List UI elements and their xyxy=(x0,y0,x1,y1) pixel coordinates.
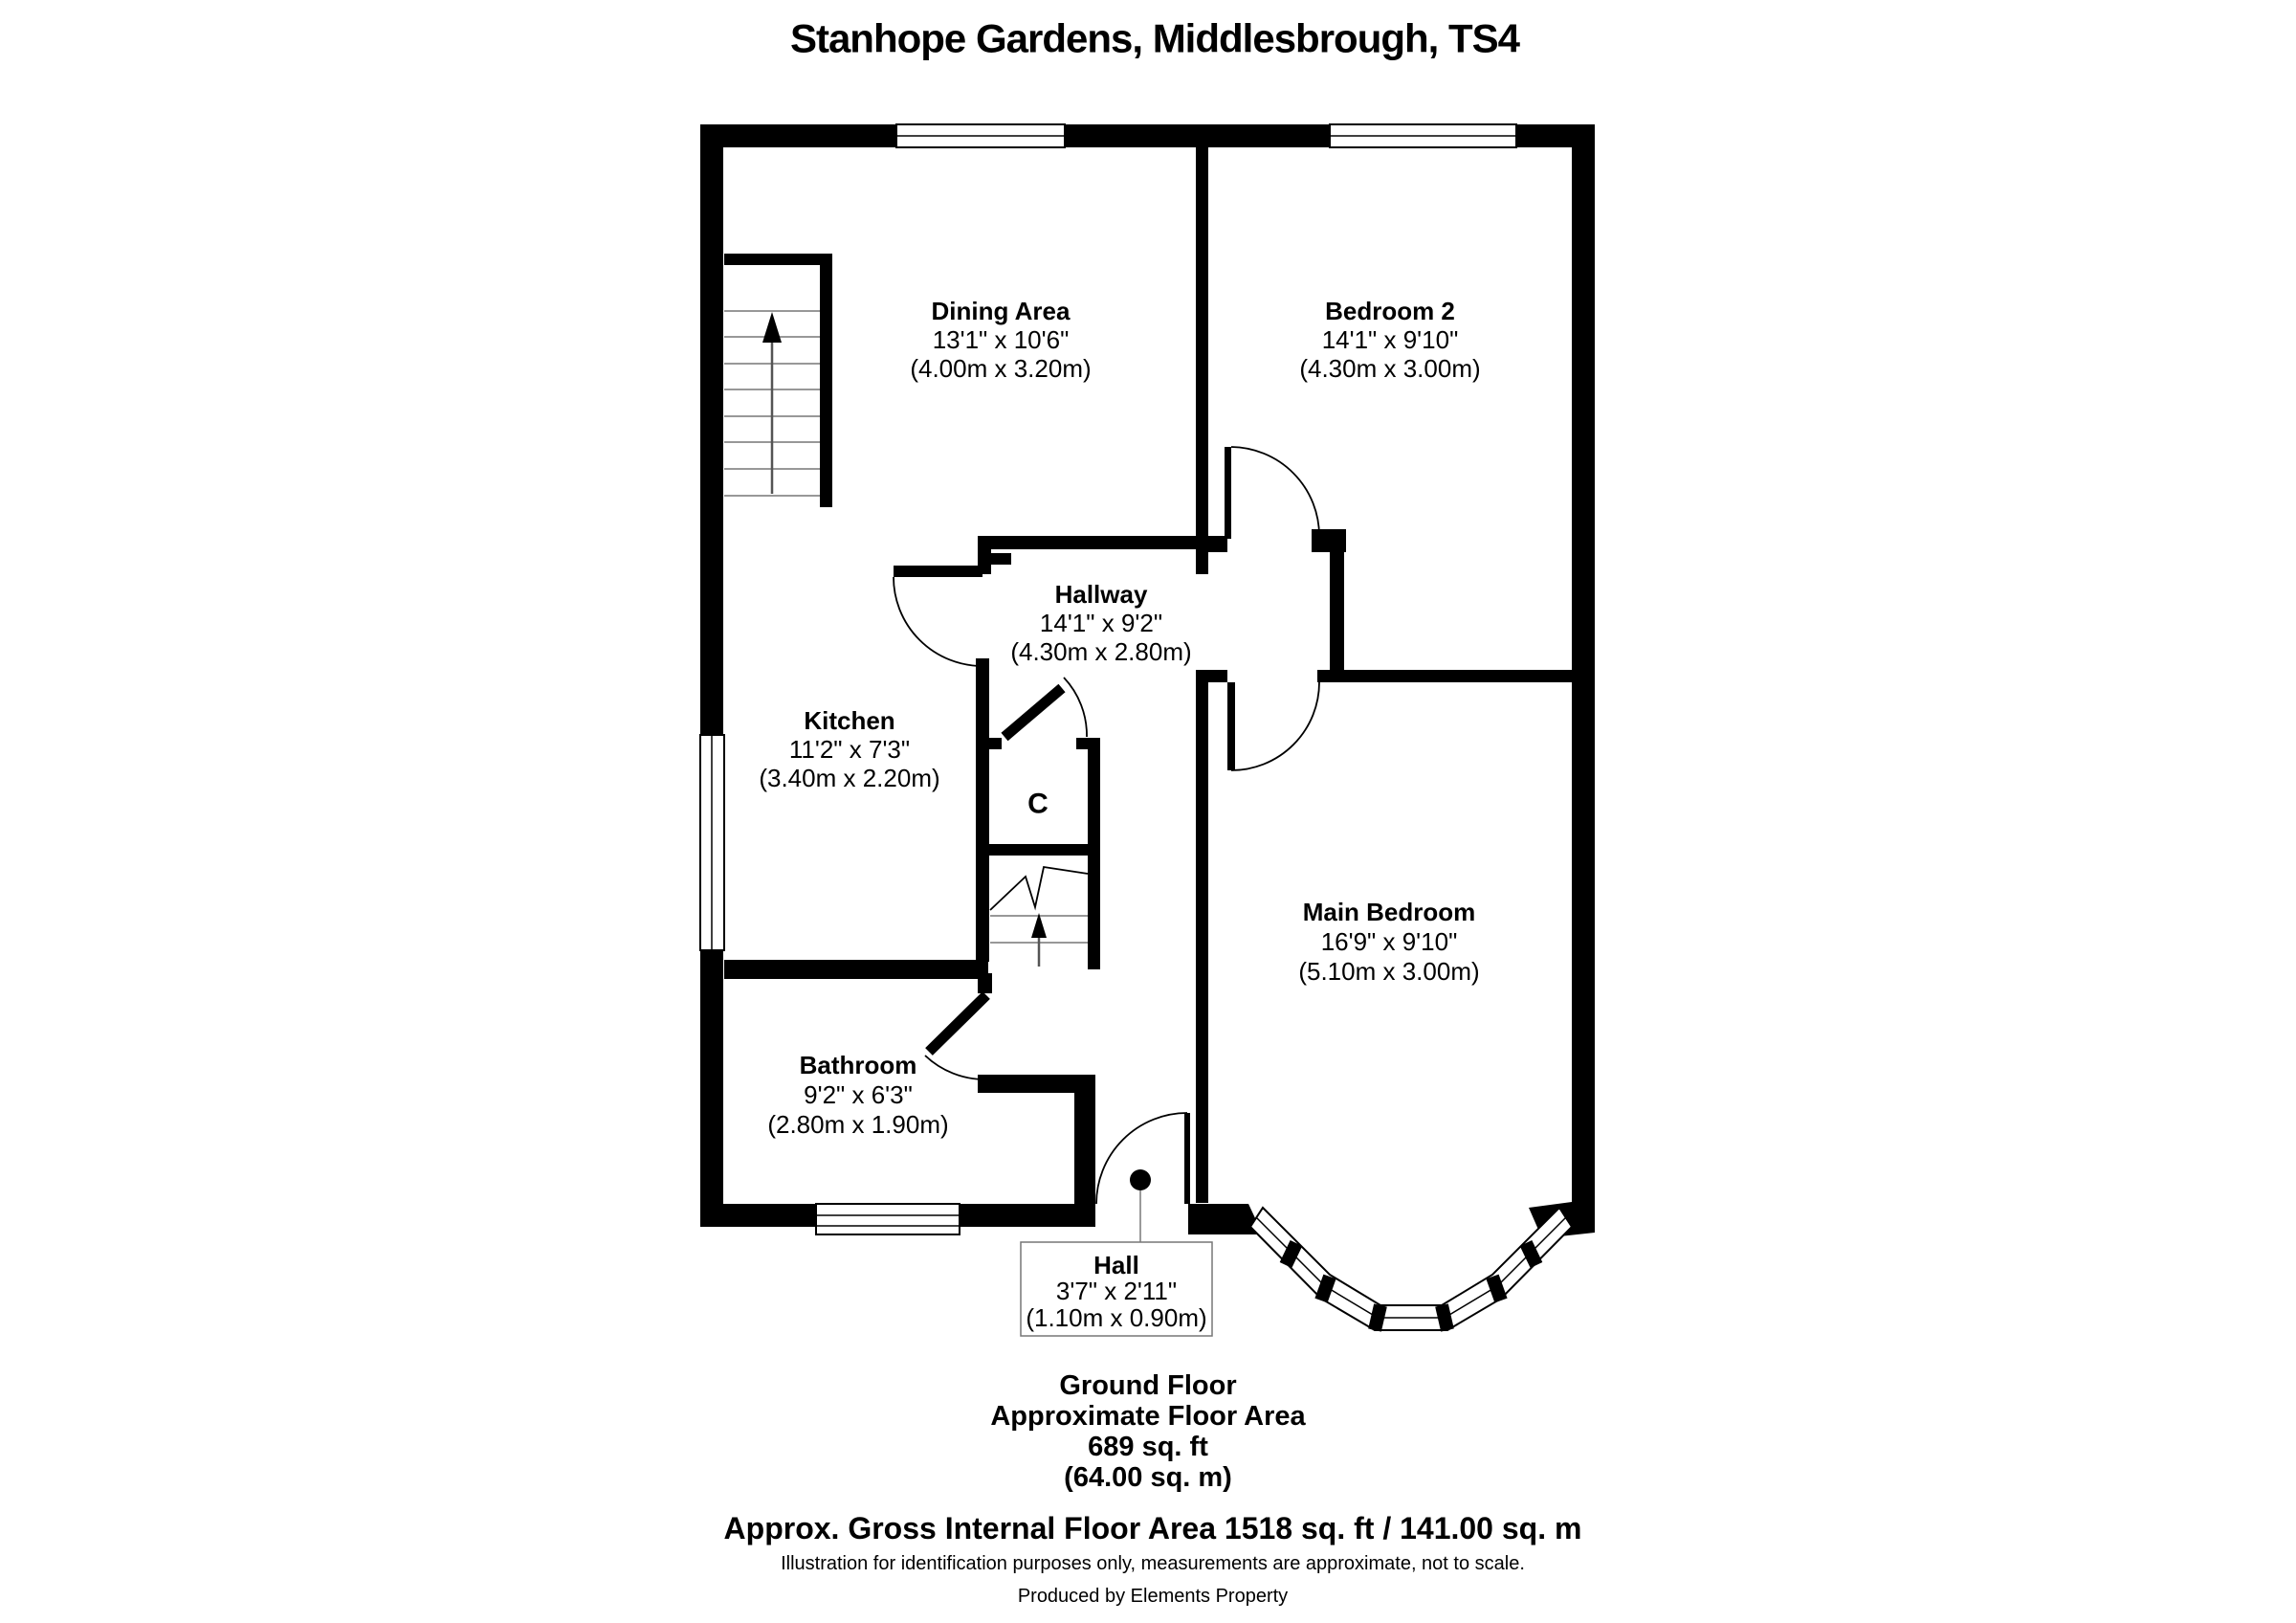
producer-credit: Produced by Elements Property xyxy=(1018,1586,1288,1607)
label-bedroom-2: Bedroom 2 14'1" x 9'10" (4.30m x 3.00m) xyxy=(1299,297,1480,383)
room-labels: Dining Area 13'1" x 10'6" (4.00m x 3.20m… xyxy=(759,297,1481,1337)
gross-internal-area: Approx. Gross Internal Floor Area 1518 s… xyxy=(724,1511,1582,1545)
room-dims-metric: (5.10m x 3.00m) xyxy=(1298,957,1479,986)
label-bathroom: Bathroom 9'2" x 6'3" (2.80m x 1.90m) xyxy=(767,1051,948,1139)
wall-kitchen-door-hinge-jamb xyxy=(988,553,1011,565)
label-main-bedroom: Main Bedroom 16'9" x 9'10" (5.10m x 3.00… xyxy=(1298,898,1479,986)
front-door-leaf xyxy=(1184,1113,1190,1204)
room-name: Bedroom 2 xyxy=(1325,297,1455,325)
cupboard-door-swing xyxy=(1063,677,1088,738)
room-dims-metric: (4.30m x 3.00m) xyxy=(1299,354,1480,383)
mainbedroom-door-swing xyxy=(1230,681,1320,771)
wall-stairs-top xyxy=(724,254,832,265)
wall-bathroom-door-jamb xyxy=(978,973,992,993)
exterior-wall-left xyxy=(700,124,723,1227)
wall-dining-bedroom2 xyxy=(1196,147,1208,574)
wall-kitchen-right-upper xyxy=(978,536,991,574)
room-dims-imperial: 11'2" x 7'3" xyxy=(789,735,910,764)
stairs xyxy=(724,310,1089,967)
cupboard-door-leaf xyxy=(1001,683,1066,742)
room-dims-imperial: 14'1" x 9'2" xyxy=(1040,609,1162,637)
room-dims-metric: (2.80m x 1.90m) xyxy=(767,1110,948,1139)
room-dims-metric: (3.40m x 2.20m) xyxy=(759,764,939,792)
wall-kitchen-bathroom xyxy=(724,960,988,979)
kitchen-door-swing xyxy=(893,576,983,667)
wall-hallway-top xyxy=(979,536,1196,549)
kitchen-door-leaf xyxy=(894,566,982,577)
wall-bedroom2-bottom-stub xyxy=(1196,536,1227,552)
floor-name: Ground Floor xyxy=(1059,1370,1236,1401)
bay-window-band xyxy=(1248,1206,1574,1331)
label-hallway: Hallway 14'1" x 9'2" (4.30m x 2.80m) xyxy=(1010,580,1191,666)
label-hall-box: Hall 3'7" x 2'11" (1.10m x 0.90m) xyxy=(1020,1241,1213,1337)
wall-cupboard-stairs-divider xyxy=(979,844,1100,856)
wall-mainbedroom-left xyxy=(1196,670,1208,1203)
area-metric: (64.00 sq. m) xyxy=(1064,1462,1232,1493)
bay-mullion-6 xyxy=(1519,1239,1543,1269)
disclaimer: Illustration for identification purposes… xyxy=(781,1553,1525,1574)
wall-stairs-right xyxy=(820,254,832,507)
doors xyxy=(893,446,1320,1242)
wall-bathroom-shoulder xyxy=(978,1075,1095,1093)
wall-bedroom2-nook xyxy=(1330,536,1344,672)
bathroom-door-leaf xyxy=(925,991,990,1056)
windows xyxy=(699,123,1574,1332)
bedroom2-door-swing xyxy=(1230,446,1320,537)
bedroom2-door-leaf xyxy=(1225,447,1231,539)
stair-up-arrow-head xyxy=(762,312,782,343)
mainbedroom-door-leaf xyxy=(1227,682,1235,770)
label-dining-area: Dining Area 13'1" x 10'6" (4.00m x 3.20m… xyxy=(910,297,1091,383)
bay-mullion-3 xyxy=(1368,1303,1387,1332)
wall-kitchen-right-lower xyxy=(976,658,989,962)
room-dims-metric: (4.00m x 3.20m) xyxy=(910,354,1091,383)
room-dims-imperial: 16'9" x 9'10" xyxy=(1321,927,1458,956)
wall-mainbedroom-door-stub xyxy=(1208,670,1227,682)
area-heading: Approximate Floor Area xyxy=(990,1401,1306,1432)
label-cupboard: C xyxy=(1027,789,1049,820)
bay-mullion-1 xyxy=(1279,1239,1303,1269)
stair-lower-arrow-head xyxy=(1031,913,1047,938)
front-door-swing xyxy=(1095,1112,1188,1205)
room-name: Dining Area xyxy=(932,297,1071,325)
wall-mainbedroom-top xyxy=(1317,670,1576,682)
window-bathroom xyxy=(815,1203,960,1235)
bathroom-door-swing xyxy=(924,1055,986,1080)
bay-mullion-5 xyxy=(1486,1274,1508,1303)
room-name: Hallway xyxy=(1055,580,1148,609)
footer: Ground Floor Approximate Floor Area 689 … xyxy=(724,1370,1582,1607)
page-title: Stanhope Gardens, Middlesbrough, TS4 xyxy=(790,16,1521,61)
room-dims-metric: (1.10m x 0.90m) xyxy=(1026,1303,1206,1332)
room-dims-imperial: 13'1" x 10'6" xyxy=(933,325,1070,354)
room-name: Kitchen xyxy=(804,706,894,735)
bay-mullion-2 xyxy=(1314,1274,1336,1303)
room-dims-imperial: 14'1" x 9'10" xyxy=(1322,325,1459,354)
room-dims-imperial: 9'2" x 6'3" xyxy=(804,1080,913,1109)
wall-entrance-corridor-left xyxy=(1074,1093,1095,1204)
bay-mullion-4 xyxy=(1435,1303,1454,1332)
room-name: Hall xyxy=(1093,1251,1139,1279)
room-dims-metric: (4.30m x 2.80m) xyxy=(1010,637,1191,666)
entrance-marker-dot xyxy=(1130,1169,1151,1190)
stair-break-line xyxy=(989,865,1089,911)
bay-corner-left xyxy=(1188,1204,1263,1234)
bay-window-glazing xyxy=(1255,1216,1567,1319)
room-name: Bathroom xyxy=(800,1051,917,1079)
room-name: Main Bedroom xyxy=(1303,898,1476,926)
area-imperial: 689 sq. ft xyxy=(1088,1432,1208,1462)
label-kitchen: Kitchen 11'2" x 7'3" (3.40m x 2.20m) xyxy=(759,706,939,792)
wall-cupboard-jamb-left xyxy=(979,738,1002,749)
hall-label-box xyxy=(1020,1241,1213,1337)
room-dims-imperial: 3'7" x 2'11" xyxy=(1056,1277,1177,1305)
